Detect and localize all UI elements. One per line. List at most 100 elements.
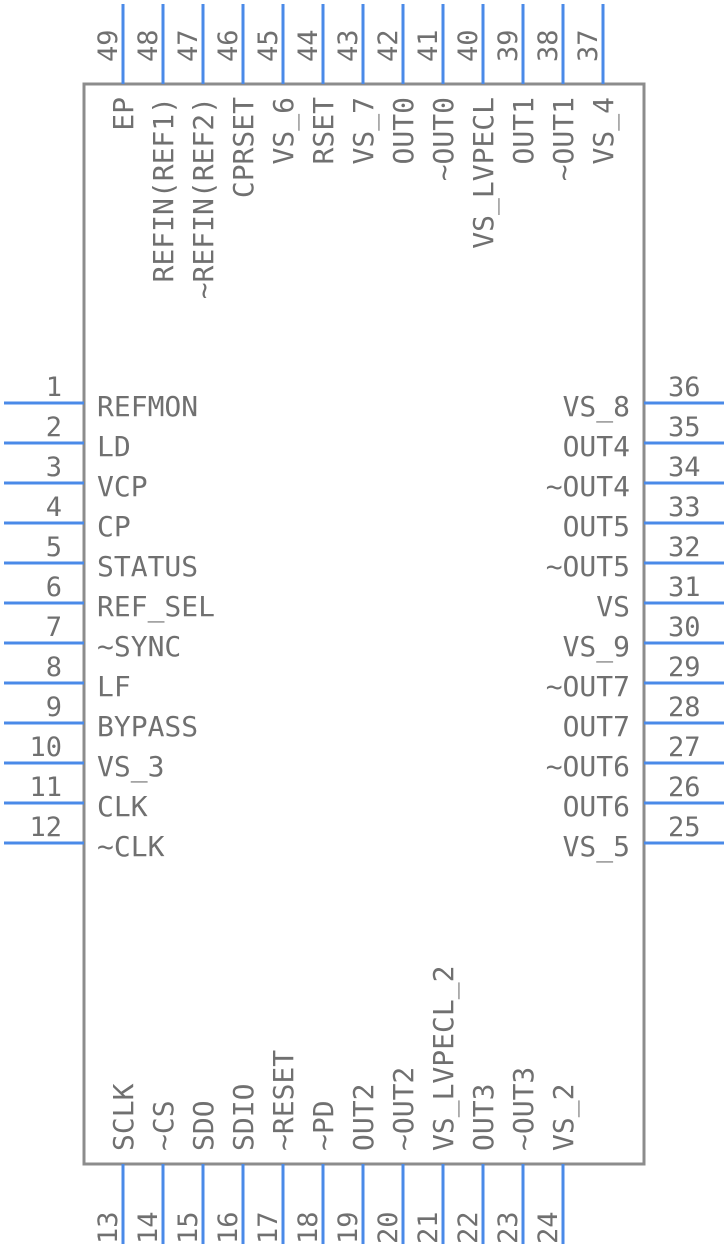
pin-31-label-vs: VS xyxy=(596,590,630,623)
pin-10-label-vs-3: VS_3 xyxy=(97,750,164,784)
pin-15-number: 15 xyxy=(173,1211,204,1244)
pin-39-label-out1: OUT1 xyxy=(507,97,540,164)
pin-13-number: 13 xyxy=(93,1211,124,1244)
pin-38-number: 38 xyxy=(533,29,564,62)
pin-30-label-vs-9: VS_9 xyxy=(563,630,630,664)
pin-9-number: 9 xyxy=(46,692,62,723)
pin-31-number: 31 xyxy=(668,572,701,603)
pin-13-label-sclk: SCLK xyxy=(107,1083,140,1151)
pin-26-label-out6: OUT6 xyxy=(563,790,630,823)
pin-29-number: 29 xyxy=(668,652,701,683)
pin-45-label-vs-6: VS_6 xyxy=(267,97,301,164)
pin-7-label-sync: ~SYNC xyxy=(97,630,181,663)
pin-34-number: 34 xyxy=(668,452,701,483)
pin-33-label-out5: OUT5 xyxy=(563,510,630,543)
pin-47-number: 47 xyxy=(173,29,204,62)
pin-21-number: 21 xyxy=(413,1211,444,1244)
pin-44-label-rset: RSET xyxy=(307,97,340,165)
pin-22-label-out3: OUT3 xyxy=(467,1084,500,1151)
pin-32-label-out5: ~OUT5 xyxy=(546,550,630,583)
pin-7-number: 7 xyxy=(46,612,62,643)
pin-1-label-refmon: REFMON xyxy=(97,390,198,423)
pin-33-number: 33 xyxy=(668,492,701,523)
pin-6-number: 6 xyxy=(46,572,62,603)
pin-19-number: 19 xyxy=(333,1211,364,1244)
pin-40-number: 40 xyxy=(453,29,484,62)
pin-19-label-out2: OUT2 xyxy=(347,1084,380,1151)
pin-32-number: 32 xyxy=(668,532,701,563)
pin-34-label-out4: ~OUT4 xyxy=(546,470,630,503)
pin-24-label-vs-2: VS_2 xyxy=(547,1084,581,1151)
pin-43-label-vs-7: VS_7 xyxy=(347,97,381,164)
pin-20-number: 20 xyxy=(373,1211,404,1244)
pin-22-number: 22 xyxy=(453,1211,484,1244)
pin-15-label-sdo: SDO xyxy=(187,1100,220,1151)
pin-16-label-sdio: SDIO xyxy=(227,1084,260,1151)
pin-35-number: 35 xyxy=(668,412,701,443)
pin-48-number: 48 xyxy=(133,29,164,62)
pin-12-label-clk: ~CLK xyxy=(97,830,165,863)
pin-11-label-clk: CLK xyxy=(97,790,148,823)
pin-2-number: 2 xyxy=(46,412,62,443)
pin-11-number: 11 xyxy=(29,772,62,803)
pin-46-label-cprset: CPRSET xyxy=(227,97,260,198)
pin-42-label-out0: OUT0 xyxy=(387,97,420,164)
pin-41-label-out0: ~OUT0 xyxy=(427,97,460,181)
pin-47-label-refin-ref2: ~REFIN(REF2) xyxy=(187,97,220,299)
pin-5-label-status: STATUS xyxy=(97,550,198,583)
pin-1-number: 1 xyxy=(46,372,62,403)
pin-48-label-refin-ref1: REFIN(REF1) xyxy=(147,97,180,282)
pin-16-number: 16 xyxy=(213,1211,244,1244)
pin-38-label-out1: ~OUT1 xyxy=(547,97,580,181)
pin-17-label-reset: ~RESET xyxy=(267,1050,300,1151)
pin-4-label-cp: CP xyxy=(97,510,131,543)
pin-5-number: 5 xyxy=(46,532,62,563)
pin-30-number: 30 xyxy=(668,612,701,643)
pin-49-number: 49 xyxy=(93,29,124,62)
pin-41-number: 41 xyxy=(413,29,444,62)
pin-46-number: 46 xyxy=(213,29,244,62)
pin-28-label-out7: OUT7 xyxy=(563,710,630,743)
pin-36-label-vs-8: VS_8 xyxy=(563,390,630,424)
pin-42-number: 42 xyxy=(373,29,404,62)
pin-14-number: 14 xyxy=(133,1211,164,1244)
pin-36-number: 36 xyxy=(668,372,701,403)
pin-23-number: 23 xyxy=(493,1211,524,1244)
pin-6-label-ref-sel: REF_SEL xyxy=(97,590,215,624)
pin-8-number: 8 xyxy=(46,652,62,683)
pin-24-number: 24 xyxy=(533,1211,564,1244)
pin-40-label-vs-lvpecl: VS_LVPECL xyxy=(467,97,501,249)
pin-14-label-cs: ~CS xyxy=(147,1100,180,1151)
pin-23-label-out3: ~OUT3 xyxy=(507,1067,540,1151)
pin-25-label-vs-5: VS_5 xyxy=(563,830,630,864)
pin-27-number: 27 xyxy=(668,732,701,763)
pin-25-number: 25 xyxy=(668,812,701,843)
pin-26-number: 26 xyxy=(668,772,701,803)
pin-37-label-vs-4: VS_4 xyxy=(587,97,621,164)
pin-9-label-bypass: BYPASS xyxy=(97,710,198,743)
pin-45-number: 45 xyxy=(253,29,284,62)
pin-20-label-out2: ~OUT2 xyxy=(387,1067,420,1151)
pin-37-number: 37 xyxy=(573,29,604,62)
pin-29-label-out7: ~OUT7 xyxy=(546,670,630,703)
pin-39-number: 39 xyxy=(493,29,524,62)
pin-44-number: 44 xyxy=(293,29,324,62)
pin-35-label-out4: OUT4 xyxy=(563,430,630,463)
pin-17-number: 17 xyxy=(253,1211,284,1244)
pin-43-number: 43 xyxy=(333,29,364,62)
pin-12-number: 12 xyxy=(29,812,62,843)
pin-18-number: 18 xyxy=(293,1211,324,1244)
pin-18-label-pd: ~PD xyxy=(307,1100,340,1151)
pin-21-label-vs-lvpecl-2: VS_LVPECL_2 xyxy=(427,966,461,1151)
pin-28-number: 28 xyxy=(668,692,701,723)
pin-49-label-ep: EP xyxy=(107,97,140,131)
pin-8-label-lf: LF xyxy=(97,670,131,703)
pin-3-number: 3 xyxy=(46,452,62,483)
pin-4-number: 4 xyxy=(46,492,62,523)
pin-27-label-out6: ~OUT6 xyxy=(546,750,630,783)
pin-10-number: 10 xyxy=(29,732,62,763)
pin-2-label-ld: LD xyxy=(97,430,131,463)
pin-3-label-vcp: VCP xyxy=(97,470,148,503)
